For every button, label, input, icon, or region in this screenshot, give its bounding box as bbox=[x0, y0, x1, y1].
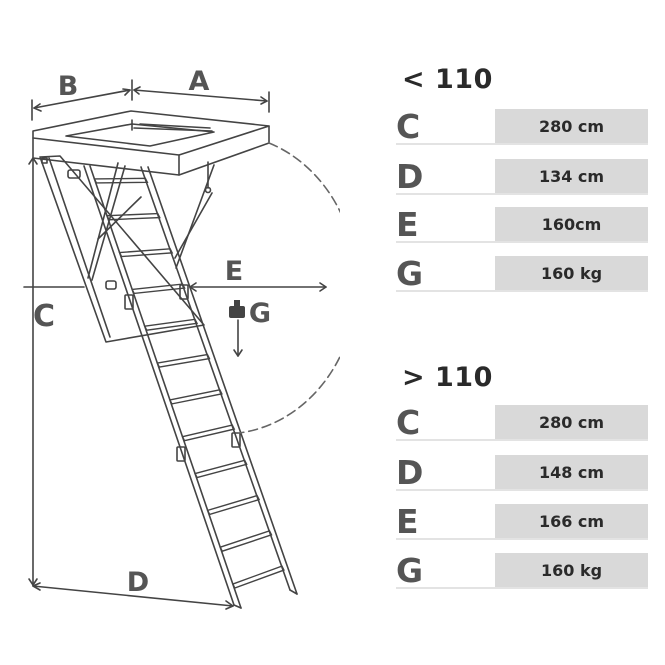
spec-row-g: G 160 kg bbox=[396, 551, 648, 590]
row-divider bbox=[396, 587, 648, 589]
spec-letter: E bbox=[396, 205, 419, 244]
door-panel bbox=[39, 155, 205, 343]
hatch-frame bbox=[32, 110, 270, 176]
weight-icon bbox=[229, 300, 245, 318]
label-c: C bbox=[33, 299, 55, 334]
label-b: B bbox=[58, 71, 79, 102]
spec-letter: C bbox=[396, 107, 421, 146]
ladder-rung bbox=[206, 494, 261, 516]
group-title-over-110: > 110 bbox=[402, 362, 493, 393]
row-divider bbox=[396, 489, 648, 491]
spec-value: 280 cm bbox=[495, 109, 648, 143]
spec-value: 160cm bbox=[495, 207, 648, 241]
spec-letter: G bbox=[396, 551, 424, 590]
spec-row-c: C 280 cm bbox=[396, 403, 648, 442]
spec-row-d: D 134 cm bbox=[396, 157, 648, 196]
dimension-d bbox=[32, 582, 234, 610]
ladder-rung bbox=[181, 424, 236, 442]
ladder-rung bbox=[231, 565, 285, 589]
spec-value: 160 kg bbox=[495, 256, 648, 290]
ladder-stiles bbox=[83, 165, 298, 609]
spec-letter: C bbox=[396, 403, 421, 442]
ladder-rung bbox=[118, 248, 174, 258]
swing-arc bbox=[238, 142, 340, 434]
label-d: D bbox=[127, 567, 149, 598]
spec-value: 148 cm bbox=[495, 455, 648, 489]
ladder-rung bbox=[168, 389, 223, 405]
spec-letter: D bbox=[396, 157, 424, 196]
group-title-under-110: < 110 bbox=[402, 64, 493, 95]
spec-value: 160 kg bbox=[495, 553, 648, 587]
spec-row-e: E 166 cm bbox=[396, 502, 648, 541]
ladder-rung bbox=[194, 459, 248, 479]
label-e: E bbox=[225, 256, 243, 287]
spec-value: 166 cm bbox=[495, 504, 648, 538]
attic-ladder-diagram: B A E C G D bbox=[23, 66, 340, 610]
dimension-e bbox=[189, 282, 327, 292]
spec-row-g: G 160 kg bbox=[396, 254, 648, 293]
spec-value: 280 cm bbox=[495, 405, 648, 439]
row-divider bbox=[396, 241, 648, 243]
spec-value: 134 cm bbox=[495, 159, 648, 193]
label-g: G bbox=[249, 298, 271, 329]
row-divider bbox=[396, 538, 648, 540]
dimension-a bbox=[131, 79, 270, 113]
ladder-rung bbox=[131, 283, 186, 295]
spec-letter: D bbox=[396, 453, 424, 492]
spec-row-c: C 280 cm bbox=[396, 107, 648, 146]
row-divider bbox=[396, 143, 648, 145]
ladder-rung bbox=[93, 177, 149, 184]
ladder-rung bbox=[156, 353, 211, 368]
spec-letter: G bbox=[396, 254, 424, 293]
spec-letter: E bbox=[396, 502, 419, 541]
row-divider bbox=[396, 439, 648, 441]
row-divider bbox=[396, 193, 648, 195]
ladder-hinges bbox=[124, 284, 241, 462]
ladder-rung bbox=[105, 212, 161, 221]
spec-row-e: E 160cm bbox=[396, 205, 648, 244]
dimension-b bbox=[31, 88, 131, 121]
ladder-rungs bbox=[93, 177, 285, 589]
row-divider bbox=[396, 290, 648, 292]
label-a: A bbox=[189, 66, 210, 97]
spec-row-d: D 148 cm bbox=[396, 453, 648, 492]
ladder-rung bbox=[143, 318, 199, 331]
load-indicator bbox=[233, 319, 243, 357]
dimension-c bbox=[23, 157, 85, 586]
ladder-rung bbox=[219, 529, 273, 553]
